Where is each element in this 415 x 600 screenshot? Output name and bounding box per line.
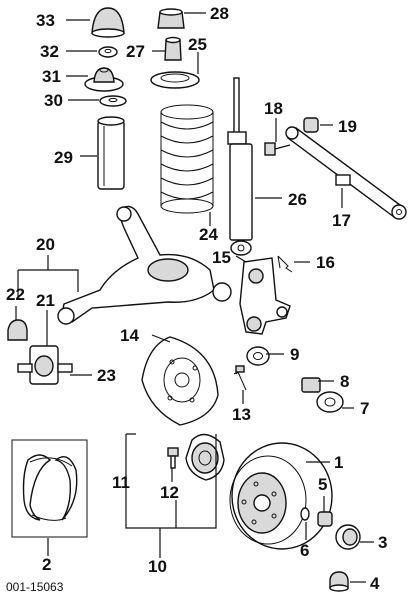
part-6-washer bbox=[300, 507, 310, 521]
callout-10: 10 bbox=[148, 557, 167, 576]
callout-3: 3 bbox=[378, 533, 387, 552]
callout-6: 6 bbox=[300, 541, 309, 560]
callout-23: 23 bbox=[97, 366, 116, 385]
callout-26: 26 bbox=[288, 190, 307, 209]
callout-25: 25 bbox=[188, 35, 207, 54]
callout-31: 31 bbox=[42, 67, 61, 86]
part-31-upper-mount bbox=[84, 67, 124, 92]
part-22-rubber-stop bbox=[7, 319, 28, 341]
callout-21: 21 bbox=[36, 291, 55, 310]
callout-19: 19 bbox=[338, 117, 357, 136]
callout-33: 33 bbox=[36, 11, 55, 30]
callout-5: 5 bbox=[318, 475, 327, 494]
callout-12: 12 bbox=[160, 483, 179, 502]
part-9-bearing bbox=[246, 346, 270, 366]
part-16-bracket bbox=[277, 255, 293, 273]
callout-20: 20 bbox=[36, 235, 55, 254]
part-7-bearing bbox=[316, 391, 344, 413]
part-10-hub-assembly bbox=[185, 433, 225, 481]
part-24-coil-spring bbox=[160, 104, 214, 214]
part-18-bolt bbox=[264, 142, 291, 156]
callout-27: 27 bbox=[126, 42, 145, 61]
part-8-bushing bbox=[301, 377, 321, 393]
part-17-lateral-link bbox=[285, 126, 407, 220]
part-14-backing-plate bbox=[141, 336, 219, 426]
part-12-wheel-stud bbox=[167, 447, 179, 469]
diagram-code: 001-15063 bbox=[6, 580, 64, 594]
part-30-spring-seat bbox=[99, 95, 127, 107]
part-23-bushing bbox=[17, 345, 73, 385]
callout-1: 1 bbox=[334, 453, 343, 472]
callout-29: 29 bbox=[54, 148, 73, 167]
callout-18: 18 bbox=[264, 99, 283, 118]
callout-17: 17 bbox=[332, 211, 351, 230]
callout-24: 24 bbox=[199, 225, 218, 244]
callout-2: 2 bbox=[42, 555, 51, 574]
callout-28: 28 bbox=[210, 4, 229, 23]
part-15-knuckle bbox=[239, 257, 291, 335]
callout-32: 32 bbox=[40, 42, 59, 61]
leader-lines bbox=[15, 12, 374, 583]
callout-11: 11 bbox=[112, 473, 130, 492]
callout-labels: 33 32 31 30 29 28 27 25 26 24 18 19 17 1… bbox=[6, 4, 387, 593]
part-33-dust-cap bbox=[91, 7, 125, 38]
part-3-grease-cap bbox=[335, 524, 361, 550]
callout-15: 15 bbox=[212, 248, 231, 267]
part-28-bump-stop bbox=[157, 8, 185, 29]
part-2-brake-shoes bbox=[11, 439, 88, 538]
part-32-washer bbox=[98, 46, 118, 58]
callout-9: 9 bbox=[290, 345, 299, 364]
part-27-bushing bbox=[164, 36, 182, 61]
part-5-nut bbox=[317, 511, 333, 527]
part-13-stud bbox=[233, 365, 247, 391]
part-25-spring-insulator bbox=[150, 71, 200, 89]
callout-22: 22 bbox=[6, 285, 25, 304]
callout-8: 8 bbox=[340, 372, 349, 391]
callout-14: 14 bbox=[120, 326, 139, 345]
part-20-lower-control-arm bbox=[57, 205, 232, 325]
callout-13: 13 bbox=[232, 405, 251, 424]
part-1-brake-drum bbox=[229, 442, 333, 550]
part-29-dust-boot bbox=[97, 116, 125, 190]
part-26-shock-absorber bbox=[227, 77, 253, 256]
callout-16: 16 bbox=[316, 253, 335, 272]
part-19-bushing bbox=[303, 117, 319, 133]
part-4-dust-cap bbox=[329, 571, 349, 592]
callout-30: 30 bbox=[44, 91, 63, 110]
callout-7: 7 bbox=[360, 399, 369, 418]
callout-4: 4 bbox=[370, 574, 380, 593]
